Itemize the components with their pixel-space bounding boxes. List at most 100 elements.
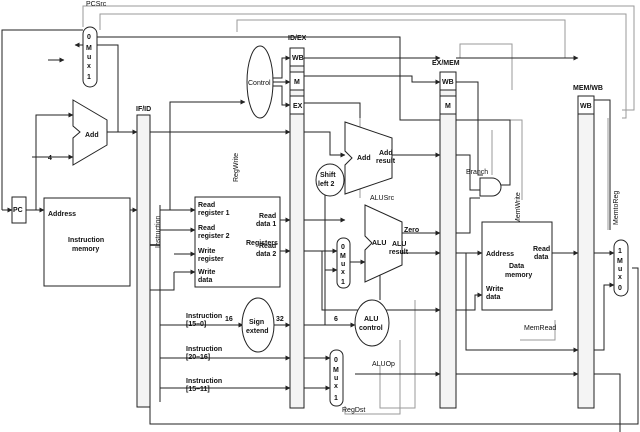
bus-width-32: 32: [276, 316, 284, 323]
instruction-field-labels: Instruction [15–0] Instruction [20–16] I…: [186, 313, 222, 393]
dmem-read-data-1: Read: [533, 246, 550, 253]
regdst-mux: 0 M u x 1: [329, 349, 344, 407]
branch-label: Branch: [466, 169, 488, 176]
pipeline-register-id-ex: ID/EX WB M EX: [288, 35, 307, 409]
alusrc-mux-in1: 1: [341, 279, 345, 286]
regwrite-label: RegWrite: [233, 153, 240, 182]
shift-left-line2: left 2: [318, 181, 334, 188]
imem-address-label: Address: [48, 211, 76, 218]
alusrc-mux-in0: 0: [341, 244, 345, 251]
pc-adder: Add 4: [48, 99, 108, 166]
pc-mux: 0 M u x 1: [82, 26, 98, 88]
branch-and-gate: Branch: [466, 169, 502, 197]
pc-mux-in1: 1: [87, 74, 91, 81]
regs-read-data1-a: Read: [259, 213, 276, 220]
id-ex-m: M: [294, 79, 300, 86]
regs-read-reg1-b: register 1: [198, 210, 230, 217]
regs-write-data-b: data: [198, 277, 213, 284]
memread-label: MemRead: [524, 325, 556, 332]
memtoreg-mux-x: x: [618, 274, 622, 281]
field-rt-2: [20–16]: [186, 354, 210, 361]
alusrc-label: ALUSrc: [370, 195, 395, 202]
instruction-bus-label: Instruction: [155, 216, 162, 248]
field-imm-2: [15–0]: [186, 321, 206, 328]
dmem-write-data-1: Write: [486, 286, 503, 293]
ex-mem-label: EX/MEM: [432, 60, 460, 67]
mem-wb-label: MEM/WB: [573, 85, 603, 92]
pc-mux-in0: 0: [87, 34, 91, 41]
alu-control: ALU control: [354, 299, 390, 347]
control-unit: Control: [246, 45, 274, 119]
shift-left-line1: Shift: [320, 172, 336, 179]
memwrite-label: MemWrite: [515, 192, 522, 224]
bus-width-6: 6: [334, 316, 338, 323]
regs-title: Registers: [246, 240, 278, 247]
instruction-memory: Address Instruction memory: [43, 197, 131, 287]
memtoreg-mux-in1: 1: [618, 248, 622, 255]
pipeline-register-mem-wb: MEM/WB WB: [573, 85, 603, 409]
field-rd-2: [15–11]: [186, 386, 210, 393]
regdst-label: RegDst: [342, 407, 365, 414]
alu-result-2: result: [389, 249, 409, 256]
regs-read-data2-a: Read: [259, 243, 276, 250]
field-rt-1: Instruction: [186, 346, 222, 353]
sign-extend: Sign extend 16 32 6: [225, 297, 338, 353]
ex-mem-wb: WB: [442, 79, 454, 86]
pc-label: PC: [13, 207, 23, 214]
control-label: Control: [248, 80, 271, 87]
id-ex-label: ID/EX: [288, 35, 307, 42]
dmem-title-1: Data: [509, 263, 524, 270]
regs-read-reg2-b: register 2: [198, 233, 230, 240]
alusrc-mux-x: x: [341, 269, 345, 276]
regs-read-reg2-a: Read: [198, 225, 215, 232]
alu-result-1: ALU: [392, 241, 406, 248]
alu-zero-label: Zero: [404, 227, 419, 234]
regdst-mux-u: u: [334, 375, 338, 382]
id-ex-wb: WB: [292, 55, 304, 62]
regdst-mux-x: x: [334, 383, 338, 390]
memtoreg-mux: 1 M u x 0: [613, 239, 629, 297]
pipeline-register-if-id: IF/ID Instruction: [136, 106, 162, 408]
regs-write-reg-a: Write: [198, 248, 215, 255]
dmem-read-data-2: data: [534, 254, 549, 261]
pc-adder-label: Add: [85, 132, 99, 139]
shift-left-2: Shift left 2: [315, 163, 345, 197]
add-four-constant: 4: [48, 155, 52, 162]
pc-mux-x: x: [87, 63, 91, 70]
regs-write-data-a: Write: [198, 269, 215, 276]
register-file: Read register 1 Read register 2 Write re…: [194, 196, 281, 288]
mem-wb-wb: WB: [580, 103, 592, 110]
regs-read-data2-b: data 2: [256, 251, 276, 258]
alu-label: ALU: [372, 240, 386, 247]
branch-adder-result-1: Add: [379, 150, 393, 157]
regs-write-reg-b: register: [198, 256, 224, 263]
bus-width-16: 16: [225, 316, 233, 323]
dmem-title-2: memory: [505, 272, 532, 279]
sign-extend-line2: extend: [246, 328, 269, 335]
sign-extend-line1: Sign: [249, 319, 264, 326]
pcsrc-label: PCSrc: [86, 1, 107, 8]
memtoreg-mux-in0: 0: [618, 285, 622, 292]
branch-adder-add: Add: [357, 155, 371, 162]
ex-mem-m: M: [445, 103, 451, 110]
if-id-label: IF/ID: [136, 106, 151, 113]
regs-read-data1-b: data 1: [256, 221, 276, 228]
imem-title-1: Instruction: [68, 237, 104, 244]
memtoreg-label: MemtoReg: [613, 191, 620, 225]
imem-title-2: memory: [72, 246, 99, 253]
regdst-mux-m: M: [333, 367, 339, 374]
dmem-address-label: Address: [486, 251, 514, 258]
alu-control-line2: control: [359, 325, 383, 332]
memtoreg-mux-m: M: [617, 258, 623, 265]
alu-control-line1: ALU: [364, 316, 378, 323]
pipeline-register-ex-mem: EX/MEM WB M: [432, 60, 460, 409]
program-counter: PC: [11, 196, 27, 224]
data-memory: Address Data memory Read data Write data: [481, 221, 553, 311]
alu: ALU Zero ALU result: [364, 204, 419, 283]
regs-read-reg1-a: Read: [198, 202, 215, 209]
field-imm-1: Instruction: [186, 313, 222, 320]
aluop-label: ALUOp: [372, 361, 395, 368]
regdst-mux-in1: 1: [334, 395, 338, 402]
